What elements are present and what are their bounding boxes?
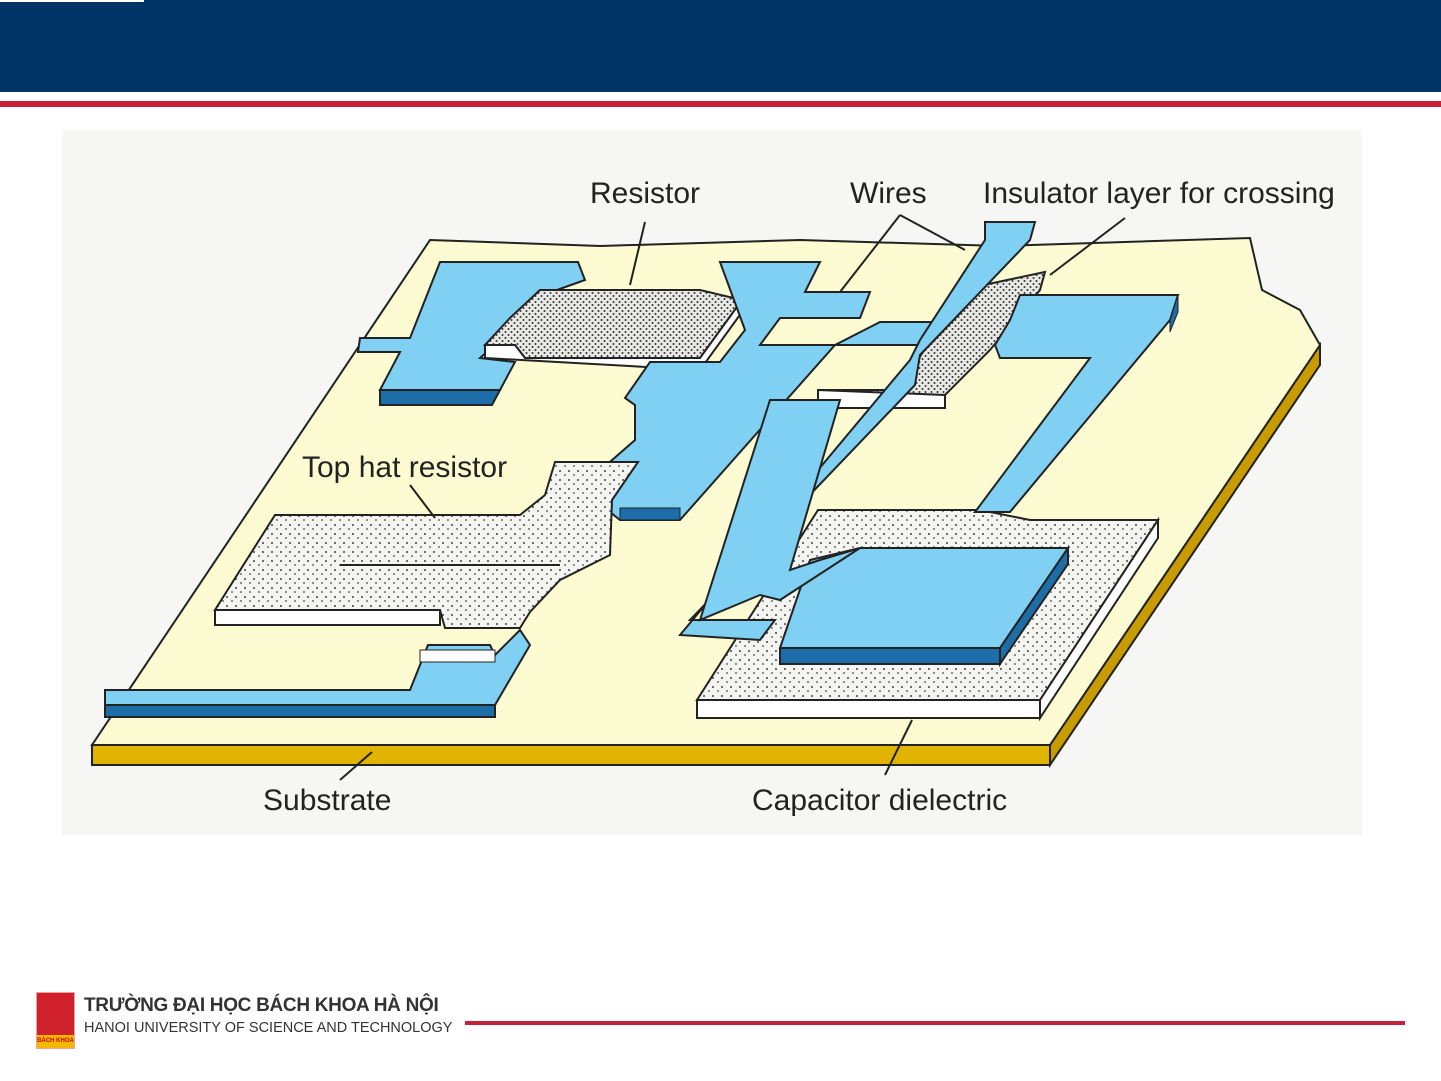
label-wires: Wires <box>850 177 927 210</box>
resistor-arrow <box>629 221 646 286</box>
conductor-capacitor-lead <box>698 399 861 622</box>
thin-film-circuit-diagram: Resistor Wires Insulator layer for cross… <box>62 130 1362 835</box>
substrate-arrow <box>339 751 373 781</box>
university-name-vn: TRƯỜNG ĐẠI HỌC BÁCH KHOA HÀ NỘI <box>84 995 439 1016</box>
header-tab-mark <box>0 0 144 2</box>
conductor-bottom-left <box>104 628 532 718</box>
university-logo: BÁCH KHOA <box>36 992 75 1049</box>
wires-arrow-1 <box>839 214 901 293</box>
slide-header-bar <box>0 0 1441 92</box>
university-name-en: HANOI UNIVERSITY OF SCIENCE AND TECHNOLO… <box>84 1020 453 1036</box>
footer-red-divider <box>465 1021 1405 1025</box>
label-top-hat-resistor: Top hat resistor <box>302 451 507 484</box>
logo-band: BÁCH KHOA <box>37 1035 74 1048</box>
capacitor-top-plate <box>778 544 1070 668</box>
wires-arrow-2 <box>899 214 966 251</box>
insulator-arrow <box>1049 217 1126 276</box>
capacitor-arrow <box>884 719 913 776</box>
label-capacitor-dielectric: Capacitor dielectric <box>752 784 1007 817</box>
label-insulator: Insulator layer for crossing <box>983 177 1335 210</box>
top-hat-arrow <box>409 484 436 519</box>
label-resistor: Resistor <box>590 177 700 210</box>
top-hat-resistor <box>213 461 640 629</box>
label-substrate: Substrate <box>263 784 391 817</box>
label-arrows <box>339 214 1126 781</box>
diagram-svg: Resistor Wires Insulator layer for cross… <box>90 177 1335 817</box>
header-red-divider <box>0 101 1441 107</box>
conductor-right <box>973 294 1180 513</box>
